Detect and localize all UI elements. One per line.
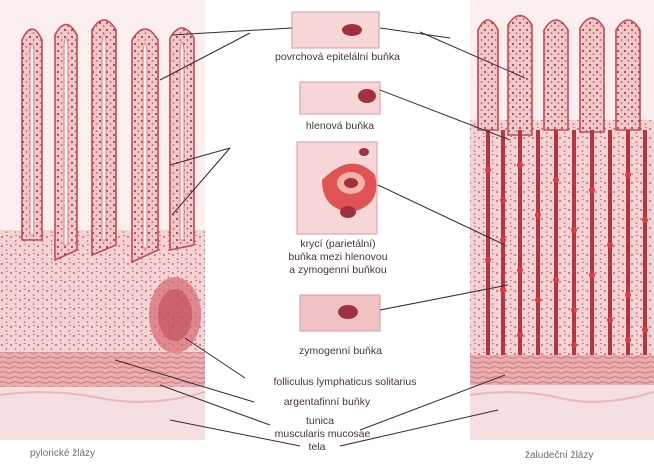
label-surface-epithelial-cell: povrchová epitelální buňka bbox=[250, 51, 425, 63]
muscularis-mucosae-left bbox=[0, 352, 205, 387]
label-argentaffin-cells: argentafinní buňky bbox=[262, 396, 392, 408]
label-parietal-cell-line3: a zymogenní buňkou bbox=[268, 264, 408, 276]
label-zymogen-cell: zymogenní buňka bbox=[278, 345, 403, 357]
submucosa-left bbox=[0, 387, 205, 440]
caption-pyloric-glands: pylorické žlázy bbox=[30, 448, 95, 459]
label-mucous-cell: hlenová buňka bbox=[280, 120, 400, 132]
cell-mucous bbox=[300, 82, 380, 114]
label-submucosa: tela bbox=[297, 441, 337, 453]
left-panel-pyloric-glands bbox=[0, 0, 205, 440]
caption-gastric-glands: žaludeční žlázy bbox=[525, 450, 593, 461]
label-parietal-cell-line1: krycí (parietální) bbox=[268, 238, 408, 250]
label-parietal-cell-line2: buňka mezi hlenovou bbox=[268, 251, 408, 263]
label-muscularis-mucosae: muscularis mucosae bbox=[260, 428, 385, 440]
label-tunica: tunica bbox=[290, 415, 350, 427]
muscularis-mucosae-right bbox=[470, 355, 654, 385]
cell-surface-epithelial bbox=[292, 12, 379, 48]
label-lymphatic-follicle: folliculus lymphaticus solitarius bbox=[245, 376, 445, 388]
cell-zymogen bbox=[300, 295, 380, 331]
cell-parietal bbox=[297, 142, 377, 234]
